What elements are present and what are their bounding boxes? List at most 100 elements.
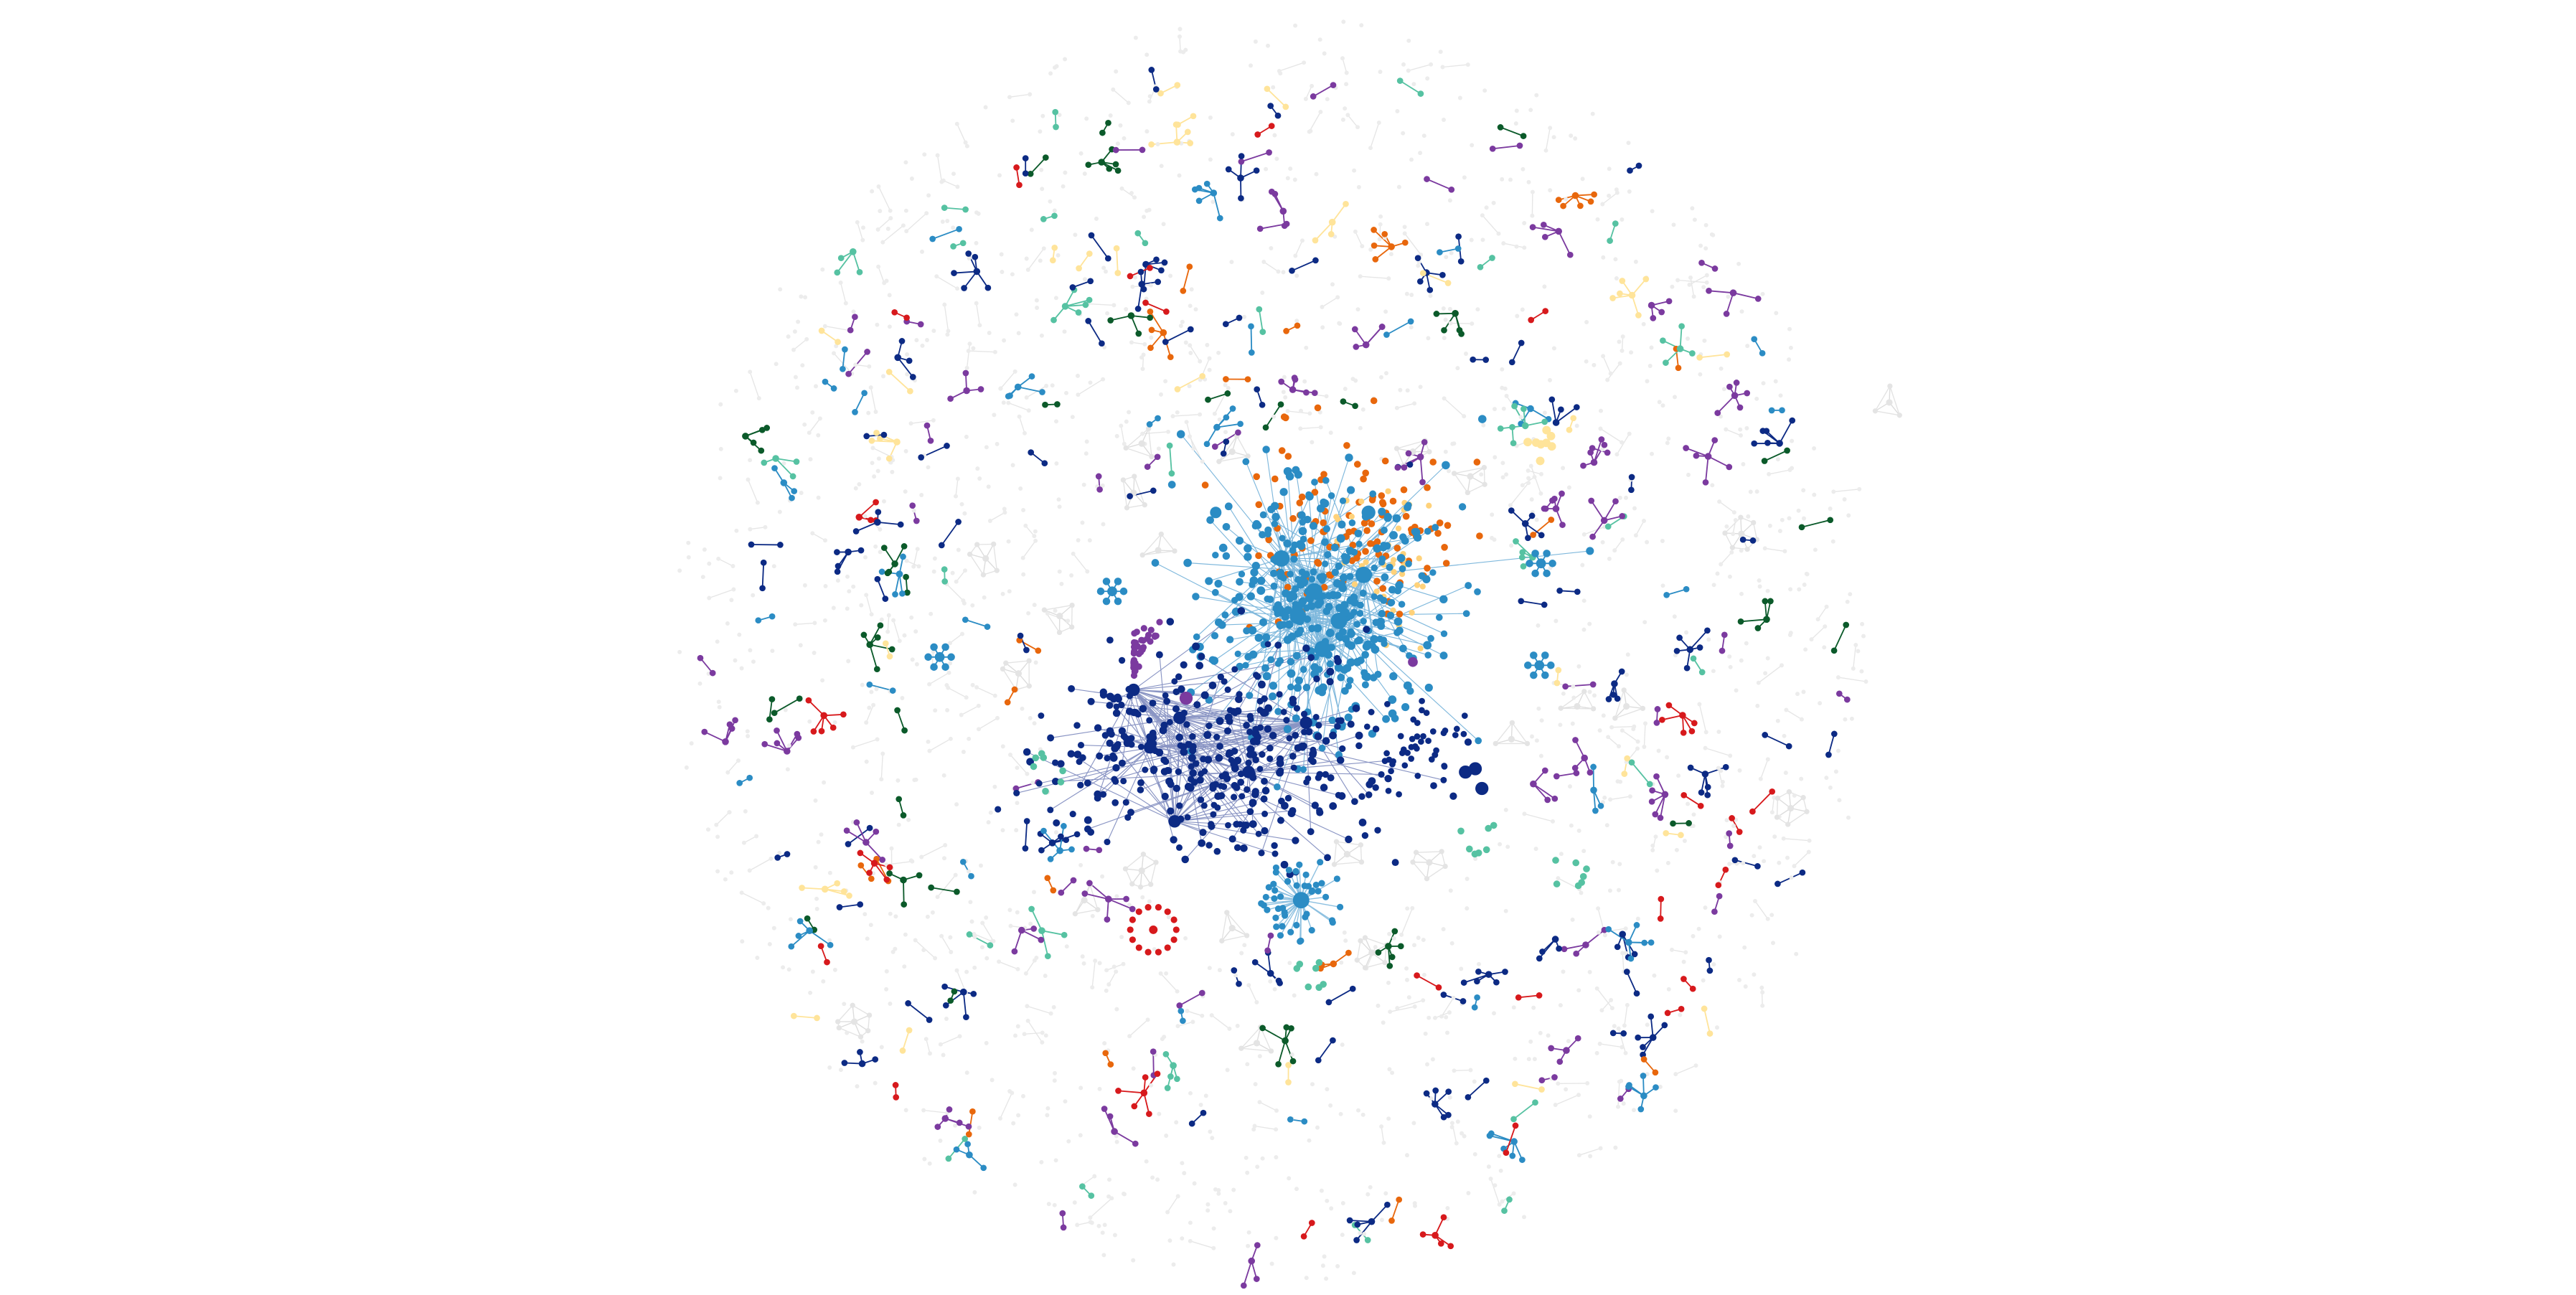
component-hub bbox=[1289, 386, 1297, 393]
background-node bbox=[1207, 367, 1212, 372]
background-node bbox=[1580, 562, 1585, 568]
background-node bbox=[1255, 1164, 1260, 1169]
background-node bbox=[948, 736, 953, 741]
pair-node bbox=[1549, 497, 1556, 504]
component-node bbox=[1167, 1073, 1174, 1080]
background-node bbox=[1470, 143, 1475, 148]
background-node bbox=[870, 446, 875, 451]
background-edge bbox=[921, 844, 946, 858]
background-node bbox=[1447, 1010, 1452, 1015]
motif-hub bbox=[1056, 613, 1063, 620]
background-node bbox=[1203, 1093, 1208, 1098]
background-node bbox=[1418, 385, 1423, 390]
motif-hub bbox=[1253, 1040, 1261, 1047]
background-node bbox=[1177, 27, 1183, 32]
motif-edge bbox=[1875, 410, 1900, 416]
background-node bbox=[1100, 874, 1105, 879]
pair-node bbox=[1312, 257, 1319, 264]
navy-node bbox=[1128, 735, 1135, 742]
component-edge bbox=[1213, 192, 1221, 219]
background-node bbox=[1114, 1007, 1119, 1012]
background-node bbox=[1445, 1206, 1450, 1210]
background-node bbox=[1447, 1095, 1452, 1100]
navy-node bbox=[1189, 769, 1198, 777]
pair-node bbox=[1509, 423, 1515, 430]
background-node bbox=[1023, 523, 1028, 528]
navy-edge bbox=[1050, 747, 1151, 811]
component-node bbox=[1678, 323, 1685, 330]
background-node bbox=[1274, 1235, 1279, 1240]
pair-node bbox=[1283, 220, 1290, 227]
blue-star-node bbox=[1277, 893, 1284, 900]
background-node bbox=[865, 936, 870, 941]
background-node bbox=[1633, 533, 1638, 538]
component-hub bbox=[1485, 971, 1493, 979]
component-node bbox=[805, 697, 812, 704]
navy-node bbox=[1077, 781, 1084, 788]
component-node bbox=[1075, 309, 1082, 316]
component-node bbox=[897, 521, 904, 528]
background-node bbox=[1490, 512, 1495, 517]
component-node bbox=[868, 517, 874, 524]
orange-node bbox=[1314, 404, 1322, 412]
blue-node bbox=[1276, 605, 1284, 613]
pair-node bbox=[1680, 791, 1688, 799]
background-node bbox=[1171, 1262, 1176, 1267]
background-node bbox=[1574, 423, 1579, 428]
background-edge bbox=[998, 961, 1018, 970]
background-node bbox=[1083, 451, 1089, 456]
navy-edge bbox=[1174, 821, 1296, 842]
background-node bbox=[733, 658, 738, 663]
background-node bbox=[908, 421, 913, 426]
background-node bbox=[1245, 1062, 1250, 1067]
motif-hub bbox=[1508, 735, 1515, 743]
component-edge bbox=[1708, 290, 1734, 294]
component-node bbox=[1353, 1237, 1360, 1243]
background-node bbox=[1703, 730, 1708, 735]
background-node bbox=[1066, 1139, 1071, 1144]
pair-edge bbox=[877, 578, 886, 599]
background-node bbox=[777, 509, 782, 514]
background-edge bbox=[1167, 1196, 1179, 1212]
navy-node bbox=[1196, 776, 1204, 784]
pair-node bbox=[1052, 108, 1059, 116]
background-node bbox=[1641, 321, 1646, 326]
background-node bbox=[977, 476, 982, 481]
blue-node bbox=[1210, 656, 1218, 665]
component-node bbox=[1419, 1231, 1426, 1238]
background-node bbox=[740, 939, 745, 944]
background-node bbox=[812, 651, 817, 655]
pair-node bbox=[893, 1094, 900, 1101]
background-node bbox=[1365, 1192, 1371, 1197]
orange-node bbox=[1370, 397, 1378, 405]
blue-edge bbox=[1314, 590, 1381, 598]
background-node bbox=[1584, 359, 1589, 364]
background-node bbox=[1396, 184, 1401, 189]
background-node bbox=[1293, 253, 1298, 258]
background-node bbox=[904, 558, 909, 563]
background-node bbox=[1412, 943, 1416, 948]
background-node bbox=[729, 870, 734, 875]
navy-node bbox=[1329, 802, 1338, 810]
motif-node bbox=[974, 542, 980, 547]
background-node bbox=[988, 810, 993, 815]
component-hub bbox=[1104, 895, 1112, 903]
yellow-core-node bbox=[1414, 582, 1421, 588]
background-node bbox=[1753, 899, 1757, 903]
background-node bbox=[1469, 237, 1474, 242]
navy-node bbox=[1111, 744, 1119, 753]
background-node bbox=[1447, 198, 1452, 203]
background-node bbox=[1119, 935, 1124, 939]
pair-node bbox=[1285, 1079, 1292, 1086]
blue-node bbox=[1331, 568, 1339, 577]
blue-star-node bbox=[1292, 867, 1299, 875]
background-node bbox=[1129, 340, 1134, 345]
orange-node bbox=[1442, 560, 1450, 567]
background-node bbox=[842, 1002, 847, 1007]
background-node bbox=[1338, 1111, 1343, 1116]
component-node bbox=[1251, 959, 1259, 966]
component-node bbox=[1673, 647, 1680, 654]
background-node bbox=[1150, 1175, 1155, 1180]
component-node bbox=[1627, 955, 1635, 962]
background-node bbox=[1528, 463, 1533, 468]
